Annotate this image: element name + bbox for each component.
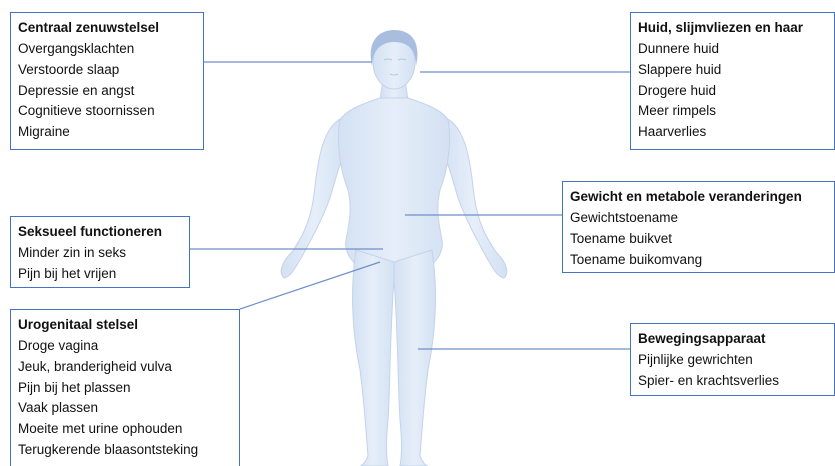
box-title: Bewegingsapparaat	[638, 331, 766, 346]
list-item: Terugkerende blaasontsteking	[18, 441, 199, 457]
list-item: Pijnlijke gewrichten	[638, 352, 753, 367]
list-item: Depressie en angst	[18, 82, 135, 98]
box-centraal-zenuwstelsel: Centraal zenuwstelsel Overgangsklachten …	[10, 12, 204, 150]
left-leg-shape	[352, 249, 395, 466]
right-leg-shape	[393, 249, 436, 466]
box-title: Gewicht en metabole veranderingen	[570, 189, 802, 204]
list-item: Toename buikvet	[570, 230, 673, 246]
list-item: Drogere huid	[638, 82, 717, 98]
box-huid-slijmvliezen-haar: Huid, slijmvliezen en haar Dunnere huid …	[630, 12, 835, 150]
list-item: Pijn bij het plassen	[18, 379, 131, 395]
hair-shape	[370, 30, 418, 66]
list-item: Moeite met urine ophouden	[18, 421, 183, 437]
list-item: Droge vagina	[18, 338, 99, 353]
list-item: Cognitieve stoornissen	[18, 103, 155, 119]
list-item: Spier- en krachtsverlies	[638, 372, 780, 388]
mouth-mark	[389, 73, 399, 76]
list-item: Minder zin in seks	[18, 245, 127, 260]
list-item: Jeuk, branderigheid vulva	[18, 358, 172, 374]
list-item: Gewichtstoename	[570, 210, 679, 225]
list-item: Overgangsklachten	[18, 41, 135, 56]
box-urogenitaal-stelsel: Urogenitaal stelsel Droge vagina Jeuk, b…	[10, 309, 240, 466]
list-item: Meer rimpels	[638, 103, 717, 119]
box-bewegingsapparaat: Bewegingsapparaat Pijnlijke gewrichten S…	[630, 323, 835, 396]
list-item: Slappere huid	[638, 61, 722, 77]
right-eye-mark	[397, 58, 407, 61]
list-item: Toename buikomvang	[570, 251, 703, 267]
box-seksueel-functioneren: Seksueel functioneren Minder zin in seks…	[10, 216, 190, 288]
list-item: Verstoorde slaap	[18, 61, 120, 77]
box-gewicht-metabole-veranderingen: Gewicht en metabole veranderingen Gewich…	[562, 181, 835, 273]
list-item: Migraine	[18, 124, 70, 140]
list-item: Pijn bij het vrijen	[18, 265, 117, 281]
box-title: Centraal zenuwstelsel	[18, 20, 160, 35]
list-item: Dunnere huid	[638, 41, 720, 56]
right-arm-shape	[439, 117, 508, 279]
torso-shape	[337, 97, 451, 269]
list-item: Vaak plassen	[18, 400, 99, 416]
box-title: Huid, slijmvliezen en haar	[638, 20, 804, 35]
box-title: Urogenitaal stelsel	[18, 317, 139, 332]
list-item: Haarverlies	[638, 124, 707, 140]
left-eye-mark	[383, 58, 393, 61]
box-title: Seksueel functioneren	[18, 224, 163, 239]
